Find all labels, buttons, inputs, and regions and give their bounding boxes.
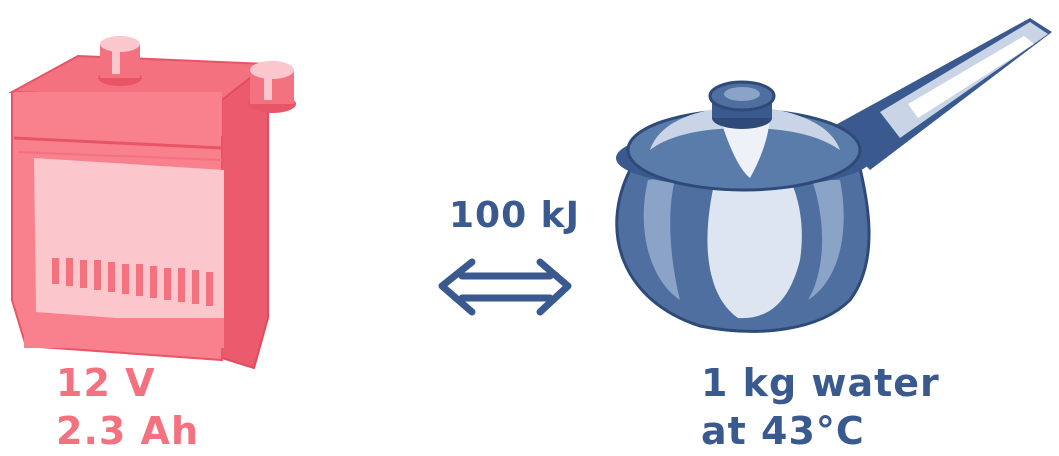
battery-terminal-right (248, 61, 296, 113)
battery-icon (8, 36, 296, 370)
water-mass-label: 1 kg water (701, 361, 940, 405)
water-temperature-label: at 43°C (701, 409, 865, 453)
battery-capacity-label: 2.3 Ah (56, 409, 200, 453)
double-arrow-icon (438, 258, 572, 316)
pot-icon (615, 18, 1052, 333)
energy-label: 100 kJ (449, 195, 581, 236)
battery-ribs (52, 258, 213, 306)
battery-voltage-label: 12 V (56, 361, 156, 405)
battery-terminal-left (98, 36, 142, 86)
